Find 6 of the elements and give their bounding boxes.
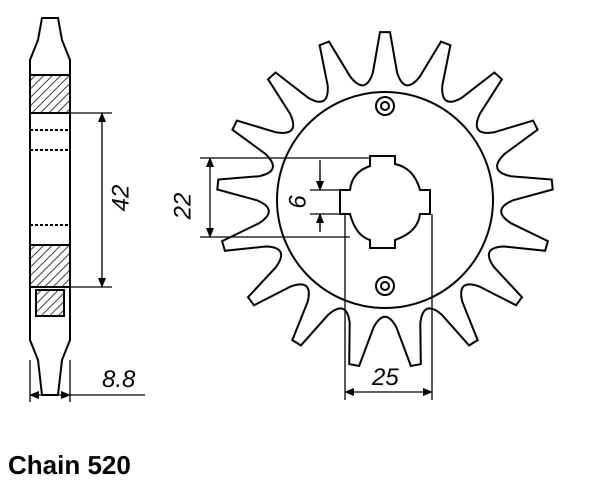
dimension-label: 8.8: [102, 368, 136, 392]
dimension-label: 25: [372, 366, 399, 390]
dimension-label: 42: [109, 184, 134, 212]
dimension-label: 6: [286, 195, 311, 209]
dimension-label: 22: [171, 192, 196, 220]
chain-size-label: Chain 520: [8, 452, 131, 478]
